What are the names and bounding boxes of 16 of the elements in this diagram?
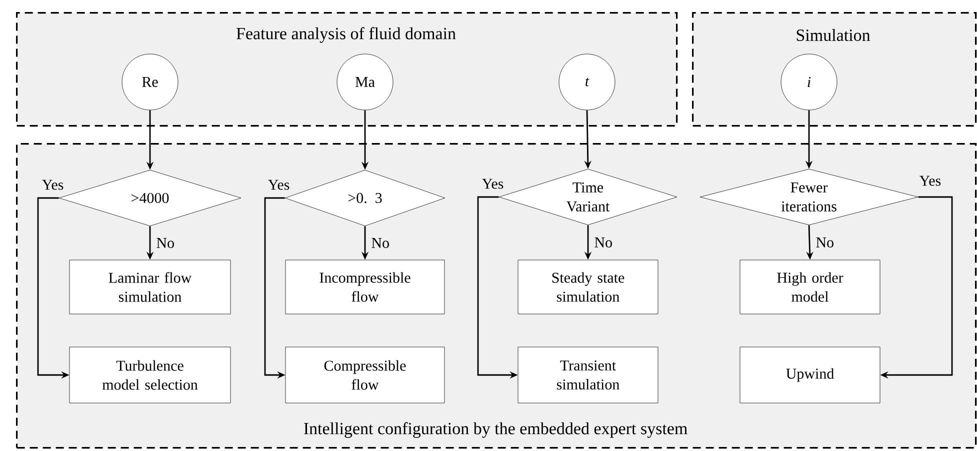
panel-title: Feature analysis of fluid domain	[236, 27, 456, 43]
panel-title: Intelligent configuration by the embedded expert system	[304, 422, 688, 438]
process-box: Upwind	[740, 346, 880, 404]
process-box: Turbulence model selection	[69, 346, 231, 404]
process-box: Steady state simulation	[518, 260, 658, 314]
edge-label: Yes	[919, 176, 941, 186]
edge-label: No	[816, 238, 834, 248]
process-box: High order model	[740, 260, 880, 314]
process-box: Compressible flow	[285, 346, 445, 404]
edge-label: No	[156, 238, 174, 248]
process-box: Incompressible flow	[285, 260, 445, 314]
process-box: Transient simulation	[518, 346, 658, 404]
process-box: Laminar flow simulation	[69, 260, 231, 314]
panel-title: Simulation	[796, 29, 870, 41]
edge-label: No	[372, 238, 389, 248]
edge-label: No	[594, 238, 612, 248]
